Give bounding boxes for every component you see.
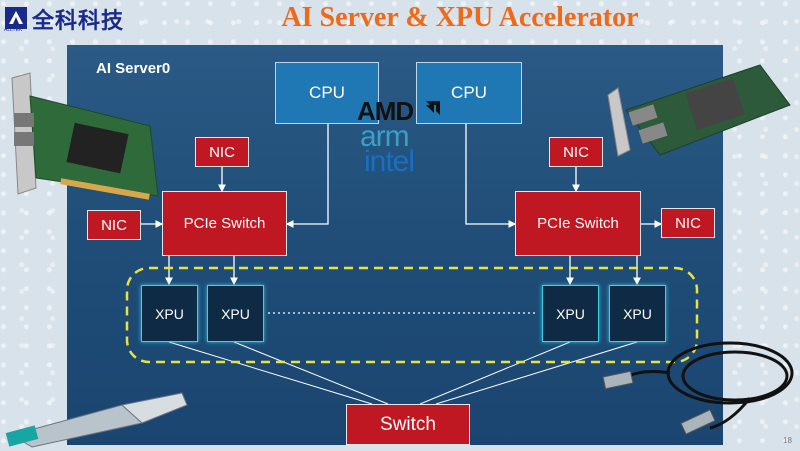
nic-card-image-left	[11, 72, 159, 200]
cpu-left: CPU	[275, 62, 379, 124]
cpu-right: CPU	[416, 62, 522, 124]
pcie-switch-right: PCIe Switch	[515, 191, 641, 256]
slide-title: AI Server & XPU Accelerator	[281, 2, 639, 33]
page-number: 18	[783, 436, 792, 445]
xpu-4: XPU	[609, 285, 666, 342]
logo-subtext: ALLTEK	[4, 27, 23, 33]
intel-logo: intel	[364, 145, 415, 178]
nic-side-right: NIC	[661, 208, 715, 238]
logo-text: 全科科技	[32, 9, 125, 34]
company-logo: 全科科技	[4, 4, 124, 34]
nic-top-right: NIC	[549, 137, 603, 167]
arm-logo: arm	[360, 120, 410, 153]
logo-mark-icon	[4, 6, 28, 32]
amd-arrow-icon	[426, 101, 440, 115]
amd-logo: AMD	[357, 96, 414, 126]
nic-card-image-right	[607, 64, 791, 157]
nic-side-left: NIC	[87, 210, 141, 240]
xpu-2: XPU	[207, 285, 264, 342]
nic-top-left: NIC	[195, 137, 249, 167]
xpu-1: XPU	[141, 285, 198, 342]
xpu-3: XPU	[542, 285, 599, 342]
dac-cable-image	[602, 341, 794, 435]
server-label: AI Server0	[96, 60, 171, 77]
pcie-switch-left: PCIe Switch	[162, 191, 287, 256]
optical-transceiver-image	[5, 392, 188, 448]
network-switch: Switch	[346, 404, 470, 445]
